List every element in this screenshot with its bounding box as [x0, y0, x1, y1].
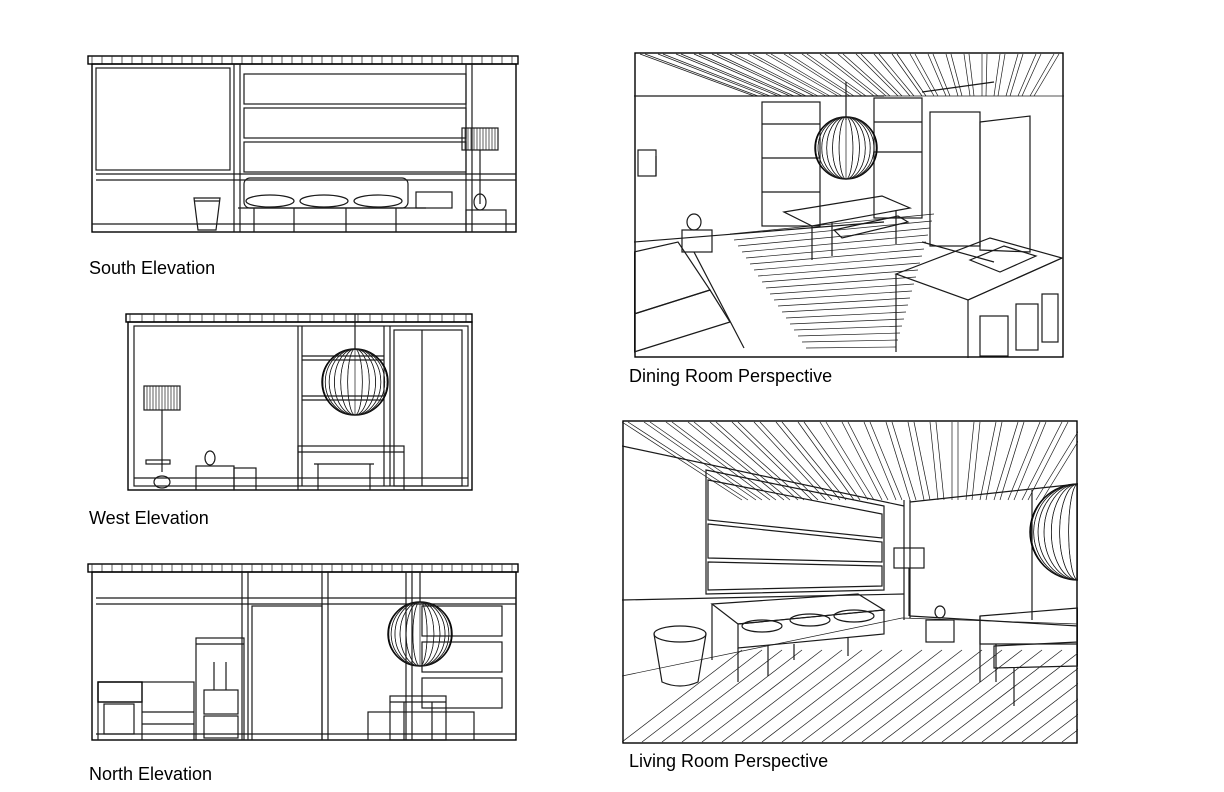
south-window-left	[95, 67, 516, 181]
living-floor-lamp	[893, 547, 925, 616]
dining-kitchen-island	[894, 237, 1064, 358]
south-wall-outline	[91, 63, 517, 233]
west-elevation-caption: West Elevation	[89, 508, 209, 528]
dining-pendant-lamp	[814, 82, 878, 180]
living-floor	[622, 617, 1078, 743]
living-back-wall	[622, 445, 1078, 627]
dining-wall-lamp	[637, 149, 657, 177]
north-roof-beam	[87, 563, 519, 573]
dining-ceiling-slats	[634, 53, 1064, 97]
north-elevation-caption: North Elevation	[89, 764, 213, 784]
living-room-perspective-drawing	[622, 420, 1078, 744]
living-sofa	[710, 593, 886, 682]
dining-floor	[729, 213, 935, 349]
west-pendant-lamp	[321, 314, 389, 416]
living-room-perspective-caption: Living Room Perspective	[629, 751, 829, 771]
west-floor-lamp	[143, 385, 181, 489]
north-elevation-drawing	[87, 563, 519, 741]
dining-sofa-side	[634, 213, 745, 353]
living-ceiling-slats	[622, 421, 1078, 501]
west-shelving	[297, 326, 463, 487]
south-basket	[193, 197, 221, 231]
south-roof-beam	[87, 55, 519, 65]
west-side-tables	[195, 450, 257, 491]
living-basket	[653, 625, 707, 687]
north-kitchen-counter	[97, 681, 195, 741]
west-dining-table	[297, 445, 405, 491]
south-elevation-caption: South Elevation	[89, 258, 216, 278]
south-sofa	[238, 177, 453, 232]
living-side-table	[925, 605, 955, 643]
dining-room-perspective-caption: Dining Room Perspective	[629, 366, 833, 386]
south-elevation-drawing	[87, 55, 519, 233]
north-frame	[96, 572, 516, 741]
dining-room-perspective-drawing	[634, 52, 1064, 358]
west-roof-beam	[125, 313, 473, 323]
south-shelving	[233, 64, 473, 232]
north-pendant-lamp	[387, 572, 453, 667]
west-elevation-drawing	[125, 313, 473, 491]
living-dining-bench	[979, 607, 1078, 706]
north-wall-outline	[91, 571, 517, 741]
south-side-table	[465, 193, 507, 233]
south-floor-lamp	[461, 127, 499, 204]
north-refrigerator	[195, 637, 245, 741]
